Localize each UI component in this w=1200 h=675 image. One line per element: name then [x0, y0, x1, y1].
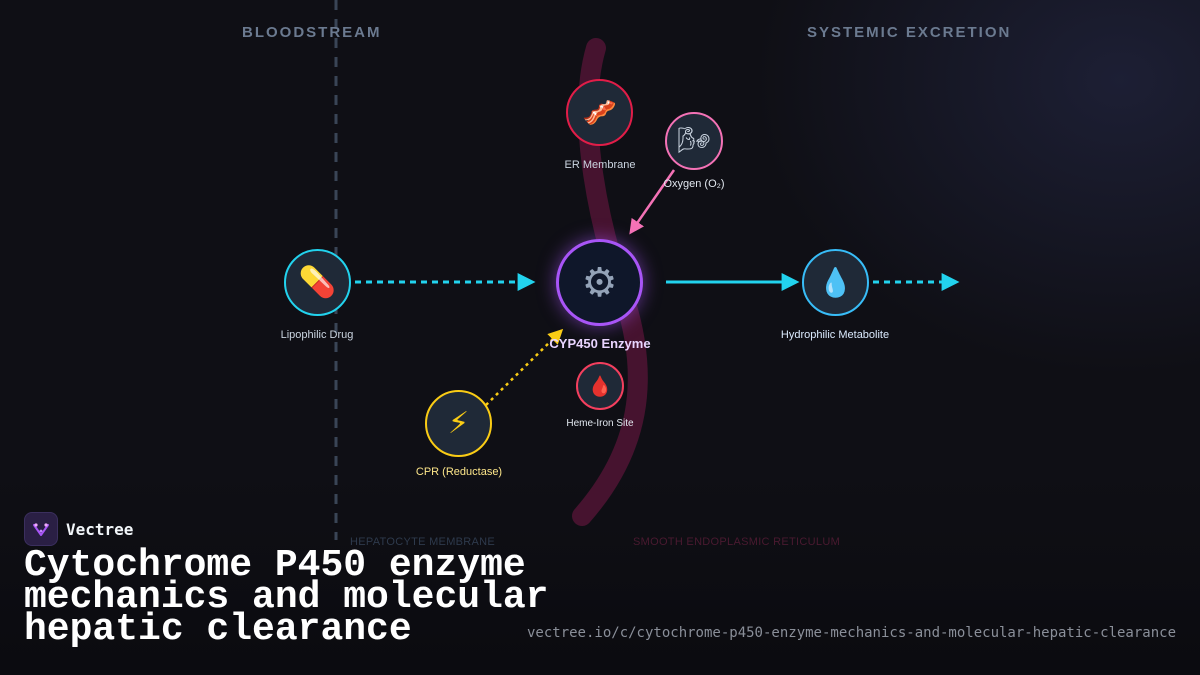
cpr-node[interactable]: ⚡	[425, 390, 492, 457]
heme-node[interactable]: 🩸	[576, 362, 624, 410]
blood-drop-icon: 🩸	[587, 374, 613, 398]
brand: Vectree	[24, 512, 133, 546]
er-membrane-node-label: ER Membrane	[564, 159, 636, 171]
pill-icon: 💊	[298, 264, 337, 300]
metabolite-label: Hydrophilic Metabolite	[780, 329, 890, 341]
drug-label: Lipophilic Drug	[280, 329, 354, 341]
page-url[interactable]: vectree.io/c/cytochrome-p450-enzyme-mech…	[526, 625, 1176, 641]
gear-icon: ⚙	[581, 259, 618, 306]
enzyme-label: CYP450 Enzyme	[549, 336, 651, 351]
zone-label-bloodstream: BLOODSTREAM	[242, 24, 382, 41]
cpr-label: CPR (Reductase)	[415, 466, 503, 478]
oxygen-node[interactable]: 🌬	[665, 112, 723, 170]
vectree-logo-icon	[24, 512, 58, 546]
oxygen-label: Oxygen (O₂)	[663, 178, 725, 190]
heme-label: Heme-Iron Site	[566, 418, 634, 429]
er-membrane-label: SMOOTH ENDOPLASMIC RETICULUM	[633, 536, 841, 548]
zone-label-excretion: SYSTEMIC EXCRETION	[807, 24, 1012, 41]
brand-name: Vectree	[66, 519, 134, 539]
er-membrane-node[interactable]: 🥓	[566, 79, 633, 146]
page-title: Cytochrome P450 enzyme mechanics and mol…	[24, 544, 549, 651]
membrane-icon: 🥓	[582, 95, 617, 129]
lightning-icon: ⚡	[447, 405, 470, 441]
hepatocyte-membrane-label: HEPATOCYTE MEMBRANE	[350, 536, 496, 548]
oxygen-to-enzyme-arrow	[629, 169, 676, 235]
droplet-icon: 💧	[818, 265, 853, 299]
enzyme-node[interactable]: ⚙	[556, 239, 643, 326]
drug-node[interactable]: 💊	[284, 249, 351, 316]
metabolite-node[interactable]: 💧	[802, 249, 869, 316]
wind-icon: 🌬	[677, 126, 711, 156]
